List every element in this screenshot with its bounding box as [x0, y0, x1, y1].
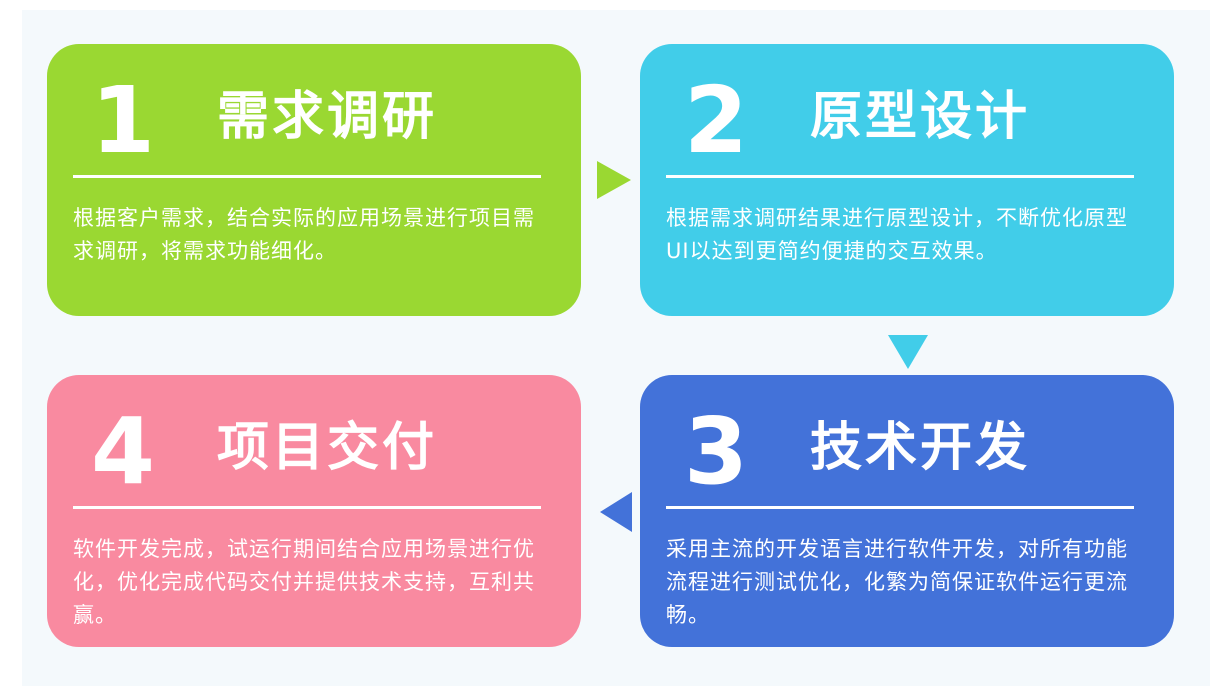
step-description: 采用主流的开发语言进行软件开发，对所有功能流程进行测试优化，化繁为简保证软件运行… [666, 537, 1128, 627]
step-card-3: 3 技术开发 采用主流的开发语言进行软件开发，对所有功能流程进行测试优化，化繁为… [640, 375, 1174, 647]
step-title: 需求调研 [217, 87, 438, 147]
divider [73, 175, 541, 178]
step-number: 2 [684, 67, 749, 174]
step-description: 根据客户需求，结合实际的应用场景进行项目需求调研，将需求功能细化。 [73, 206, 535, 263]
step-number: 3 [684, 398, 749, 505]
step-number: 4 [91, 398, 156, 505]
step-title: 原型设计 [810, 87, 1031, 147]
arrow-down-icon [888, 335, 928, 369]
divider [73, 506, 541, 509]
divider [666, 506, 1134, 509]
step-description: 根据需求调研结果进行原型设计，不断优化原型UI以达到更简约便捷的交互效果。 [666, 206, 1128, 263]
step-title: 技术开发 [810, 418, 1031, 478]
divider [666, 175, 1134, 178]
step-card-4: 4 项目交付 软件开发完成，试运行期间结合应用场景进行优化，优化完成代码交付并提… [47, 375, 581, 647]
step-description: 软件开发完成，试运行期间结合应用场景进行优化，优化完成代码交付并提供技术支持，互… [73, 537, 535, 627]
step-number: 1 [91, 67, 156, 174]
step-card-2: 2 原型设计 根据需求调研结果进行原型设计，不断优化原型UI以达到更简约便捷的交… [640, 44, 1174, 316]
step-card-1: 1 需求调研 根据客户需求，结合实际的应用场景进行项目需求调研，将需求功能细化。 [47, 44, 581, 316]
arrow-left-icon [600, 492, 632, 532]
step-title: 项目交付 [217, 418, 438, 478]
arrow-right-icon [597, 161, 631, 199]
